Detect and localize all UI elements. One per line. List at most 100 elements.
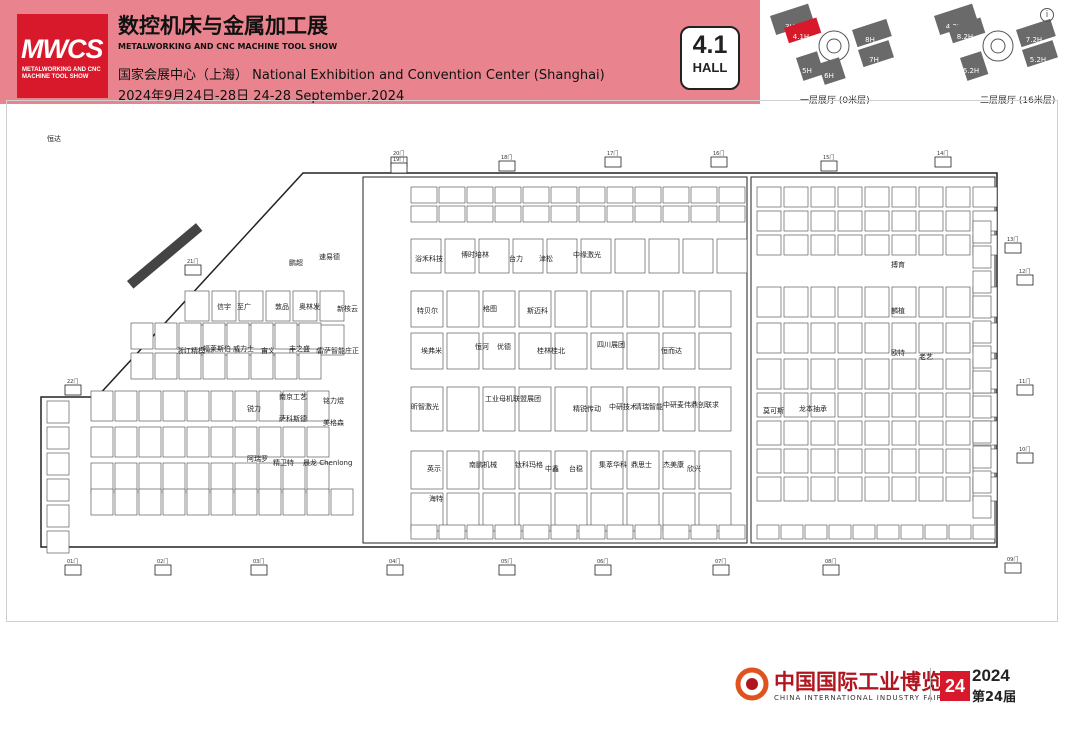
booth-cell [410, 238, 442, 274]
booth-cell [550, 524, 578, 540]
booth-name: 欣兴 [687, 464, 701, 473]
booth-cell [186, 488, 210, 516]
booth-cell [718, 205, 746, 223]
booth-cell [410, 386, 444, 432]
booth-cell [972, 270, 992, 294]
booth-cell [178, 352, 202, 380]
booth-cell [114, 462, 138, 494]
gate-label: 14门 [937, 150, 948, 157]
booth-cell [518, 332, 552, 370]
gate-door [822, 564, 840, 576]
minimap-hall-block [858, 40, 894, 68]
gate-door [712, 564, 730, 576]
booth-cell [891, 210, 917, 232]
booth-cell [482, 386, 516, 432]
gate-label: 07门 [715, 558, 726, 565]
ciif-name-en: CHINA INTERNATIONAL INDUSTRY FAIR [774, 694, 943, 702]
booth-cell [446, 332, 480, 370]
gate-door [386, 564, 404, 576]
minimap-hall-block [852, 18, 892, 48]
booth-cell [972, 470, 992, 494]
booth-cell [258, 462, 282, 494]
booth-cell [410, 492, 444, 532]
booth-cell [756, 476, 782, 502]
booth-cell [522, 186, 550, 204]
booth-name: 清瑞智能 [635, 402, 663, 411]
booth-cell [756, 420, 782, 446]
booth-cell [918, 420, 944, 446]
booth-cell [478, 238, 510, 274]
booth-cell [298, 322, 322, 350]
booth-cell [698, 450, 732, 490]
booth-cell [780, 524, 804, 540]
booth-cell [900, 524, 924, 540]
booth-cell [590, 386, 624, 432]
booth-name: 铭力煜 [323, 396, 344, 405]
gate-door [1016, 384, 1034, 396]
booth-cell [234, 462, 258, 494]
booth-cell [184, 290, 210, 322]
booth-cell [756, 186, 782, 208]
booth-cell [837, 186, 863, 208]
booth-name: 精锐传动 [573, 404, 601, 413]
booth-cell [972, 445, 992, 469]
header-banner: MWCS METALWORKING AND CNC MACHINE TOOL S… [0, 0, 760, 104]
floor1-label: 一层展厅 (0米层) [800, 96, 870, 106]
booth-cell [972, 245, 992, 269]
logo-mark: MWCS [21, 34, 103, 64]
booth-name: 南鹏机械 [469, 460, 497, 469]
booth-cell [590, 332, 624, 370]
booth-cell [410, 450, 444, 490]
gate-label: 09门 [1007, 556, 1018, 563]
booth-name: 麟植 [891, 306, 905, 315]
booth-name: 龙本抽承 [799, 404, 827, 413]
booth-cell [810, 448, 836, 474]
gate-label: 06门 [597, 558, 608, 565]
booth-cell [756, 524, 780, 540]
booth-cell [250, 322, 274, 350]
booth-cell [210, 426, 234, 458]
ciif-swirl-icon [735, 667, 769, 701]
booth-cell [282, 462, 306, 494]
info-icon[interactable]: i [1040, 8, 1054, 22]
edition-year: 2024 [972, 666, 1010, 685]
booth-cell [783, 448, 809, 474]
booth-name: 工业母机联盟展团 [485, 394, 541, 403]
booth-cell [554, 290, 588, 328]
booth-cell [178, 322, 202, 350]
booth-cell [606, 524, 634, 540]
booth-name: 浙江精模 [177, 346, 205, 355]
booth-cell [698, 290, 732, 328]
booth-cell [154, 322, 178, 350]
booth-cell [756, 358, 782, 390]
booth-cell [130, 322, 154, 350]
booth-cell [494, 186, 522, 204]
minimap-hall-block [783, 17, 822, 44]
ciif-name-cn: 中国国际工业博览会 [774, 669, 963, 694]
booth-cell [972, 345, 992, 369]
edition-count: 第24届 [972, 690, 1017, 705]
booth-name: 中缘激光 [573, 250, 601, 259]
booth-cell [306, 390, 330, 422]
gate-door [604, 156, 622, 168]
edition-badge: 24 [940, 671, 970, 701]
booth-name: 埃弗米 [421, 346, 442, 355]
booth-cell [162, 488, 186, 516]
booth-cell [138, 488, 162, 516]
booth-cell [258, 426, 282, 458]
booth-cell [662, 450, 696, 490]
booth-cell [837, 210, 863, 232]
booth-cell [292, 290, 318, 322]
booth-cell [634, 205, 662, 223]
booth-cell [756, 210, 782, 232]
booth-cell [162, 426, 186, 458]
booth-name: 特贝尔 [417, 306, 438, 315]
booth-cell [578, 186, 606, 204]
booth-cell [162, 390, 186, 422]
booth-cell [662, 524, 690, 540]
booth-cell [945, 322, 971, 354]
mwcs-logo: MWCS METALWORKING AND CNC MACHINE TOOL S… [17, 14, 108, 98]
booth-cell [226, 352, 250, 380]
gate-door [64, 564, 82, 576]
